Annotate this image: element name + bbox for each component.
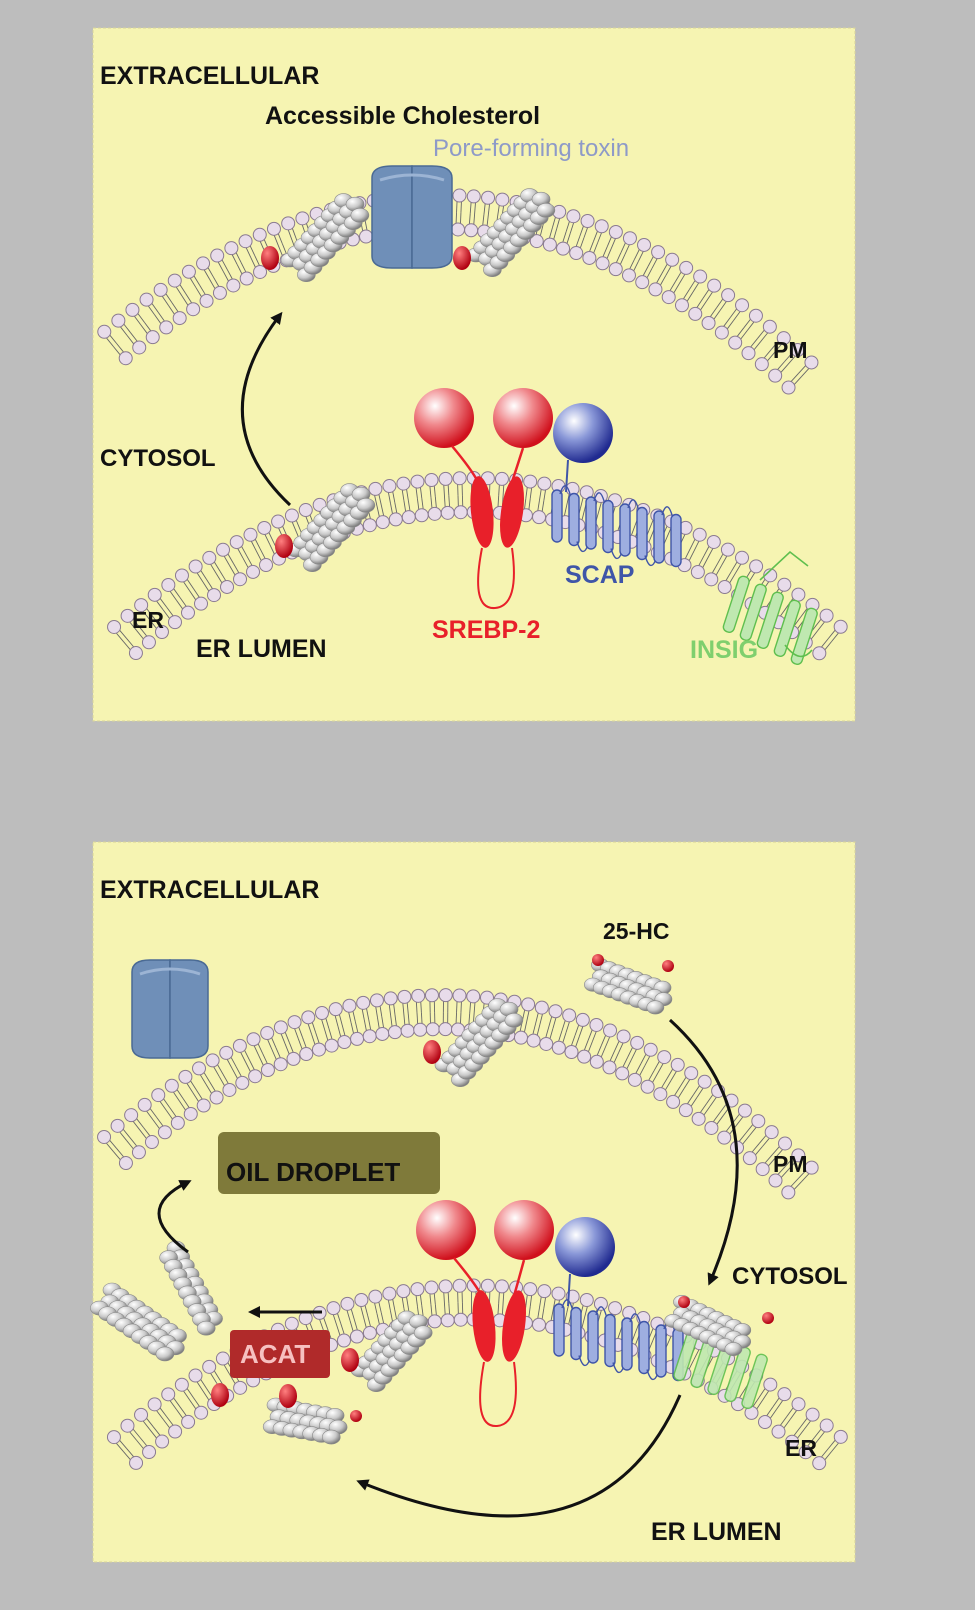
label-srebp2-top: SREBP-2 — [432, 616, 540, 644]
cholesterol-cluster — [423, 998, 524, 1088]
label-er-top: ER — [132, 607, 164, 633]
label-25hc: 25-HC — [603, 918, 669, 944]
cholesterol-cluster — [453, 188, 556, 278]
label-pore-forming-toxin: Pore-forming toxin — [433, 135, 629, 162]
cholesterol-cluster — [262, 1384, 362, 1445]
panel-top-box — [92, 27, 856, 722]
label-accessible-cholesterol: Accessible Cholesterol — [265, 102, 540, 130]
hydroxycholesterol-cluster — [584, 954, 674, 1015]
arrow-25hc-to-er — [668, 1018, 739, 1286]
label-pm-top: PM — [773, 337, 808, 363]
srebp2-protein — [414, 388, 553, 610]
scap-protein — [553, 1217, 684, 1382]
arrow-ester-to-oil-droplet — [157, 1180, 192, 1254]
scap-protein — [551, 403, 682, 568]
label-pm-bottom: PM — [773, 1151, 808, 1177]
label-extracellular-bottom: EXTRACELLULAR — [100, 876, 319, 904]
label-insig-top: INSIG — [690, 636, 758, 664]
panel-bottom-box — [92, 841, 856, 1563]
insig-protein — [722, 550, 818, 665]
label-acat: ACAT — [240, 1339, 310, 1369]
label-er-lumen-bottom: ER LUMEN — [651, 1518, 782, 1546]
insig-protein — [664, 1295, 774, 1410]
plasma-membrane-bottom — [97, 988, 819, 1200]
cholesterol-ester-cluster — [90, 1282, 187, 1362]
label-extracellular-top: EXTRACELLULAR — [100, 62, 319, 90]
acat-box — [230, 1330, 330, 1378]
label-cytosol-top: CYTOSOL — [100, 445, 216, 472]
label-cytosol-bottom: CYTOSOL — [732, 1263, 848, 1290]
cholesterol-cluster — [341, 1310, 433, 1393]
cholesterol-ester-cluster — [159, 1240, 229, 1407]
srebp2-protein — [416, 1200, 554, 1428]
label-scap-top: SCAP — [565, 561, 634, 589]
cholesterol-cluster — [275, 483, 376, 573]
cholesterol-cluster — [261, 193, 370, 283]
oil-droplet-box — [218, 1132, 440, 1194]
pore-forming-toxin-icon — [371, 165, 453, 269]
arrow-er-lumen-return — [356, 1394, 682, 1518]
label-er-bottom: ER — [785, 1435, 817, 1461]
transport-arrow-er-to-pm — [241, 311, 292, 507]
label-er-lumen-top: ER LUMEN — [196, 635, 327, 663]
label-oil-droplet: OIL DROPLET — [226, 1157, 400, 1187]
pore-forming-toxin-icon — [131, 959, 209, 1059]
